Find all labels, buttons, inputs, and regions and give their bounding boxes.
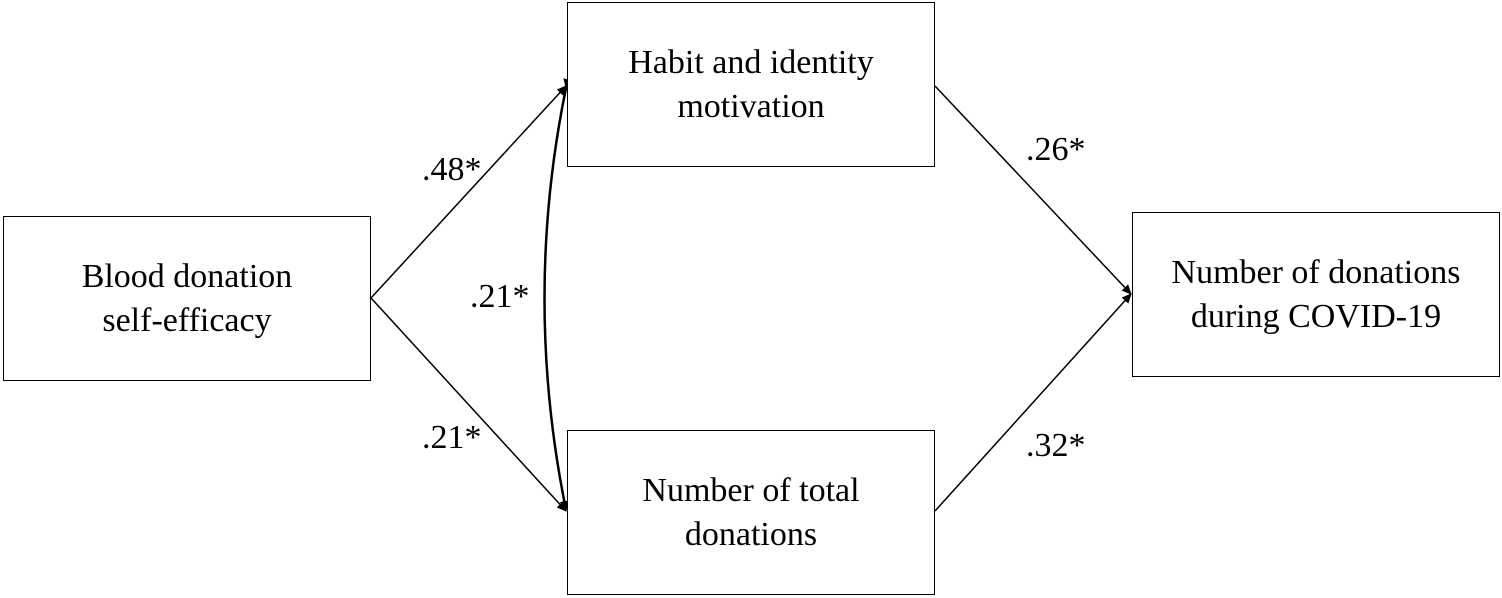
arrow-efficacy-to-habit: [370, 85, 567, 299]
node-label-line1: Number of donations: [1171, 253, 1461, 291]
coefficient-habit-to-covid: .26*: [1026, 131, 1086, 168]
coefficient-efficacy-to-total: .21*: [422, 419, 482, 456]
coefficient-habit-total-covariance: .21*: [470, 278, 530, 315]
arrow-total-to-covid: [934, 293, 1132, 512]
arrow-habit-to-covid: [934, 85, 1132, 295]
node-donations-during-covid: Number of donations during COVID-19: [1132, 212, 1500, 377]
node-label-line2: during COVID-19: [1190, 297, 1442, 335]
covariance-arc: [543, 78, 573, 511]
arrow-efficacy-to-total: [370, 297, 567, 512]
coefficient-total-to-covid: .32*: [1026, 427, 1086, 464]
node-label-line1: Habit and identity: [628, 43, 874, 81]
node-habit-identity-motivation: Habit and identity motivation: [567, 2, 935, 167]
node-label-line2: motivation: [677, 87, 825, 125]
node-label-line2: donations: [684, 515, 818, 553]
node-label-line1: Blood donation: [81, 257, 293, 295]
node-blood-donation-self-efficacy: Blood donation self-efficacy: [3, 216, 371, 381]
node-number-of-total-donations: Number of total donations: [567, 430, 935, 595]
node-label-line1: Number of total: [642, 471, 860, 509]
coefficient-efficacy-to-habit: .48*: [422, 151, 482, 188]
node-label-line2: self-efficacy: [102, 301, 272, 339]
